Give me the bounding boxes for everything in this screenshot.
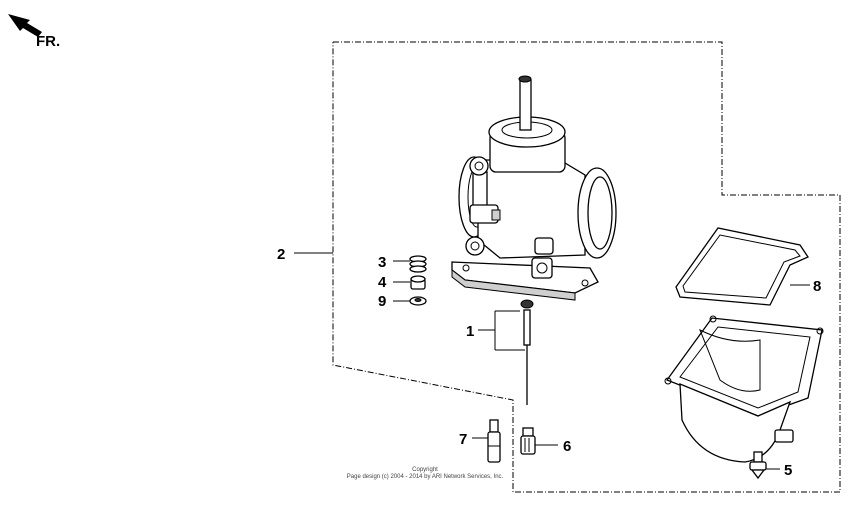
needle-jet-part bbox=[487, 419, 501, 463]
callout-2: 2 bbox=[277, 246, 285, 263]
carburetor-body bbox=[451, 75, 617, 301]
callout-1: 1 bbox=[466, 323, 474, 340]
callout-6: 6 bbox=[563, 438, 571, 455]
copyright-line-1: Copyright bbox=[412, 467, 438, 473]
drain-screw-part bbox=[749, 451, 767, 480]
float-gasket-part bbox=[675, 227, 809, 306]
assembly-boundary bbox=[332, 41, 841, 493]
callout-5: 5 bbox=[784, 462, 792, 479]
float-chamber-part bbox=[664, 315, 824, 463]
direction-label: FR. bbox=[36, 33, 60, 50]
copyright-line-2: Page design (c) 2004 - 2014 by ARI Netwo… bbox=[346, 474, 504, 480]
front-arrow-icon bbox=[8, 14, 42, 37]
main-jet-part bbox=[520, 427, 536, 455]
jet-needle-part bbox=[520, 299, 534, 405]
leader-lines bbox=[294, 252, 810, 470]
washer-part bbox=[409, 296, 427, 306]
callout-9: 9 bbox=[378, 293, 386, 310]
copyright-notice: Copyright Page design (c) 2004 - 2014 by… bbox=[330, 467, 520, 481]
retainer-part bbox=[410, 275, 426, 290]
callout-7: 7 bbox=[459, 431, 467, 448]
callout-3: 3 bbox=[378, 254, 386, 271]
callout-4: 4 bbox=[378, 274, 387, 291]
spring-part bbox=[409, 255, 427, 273]
callout-8: 8 bbox=[813, 278, 821, 295]
